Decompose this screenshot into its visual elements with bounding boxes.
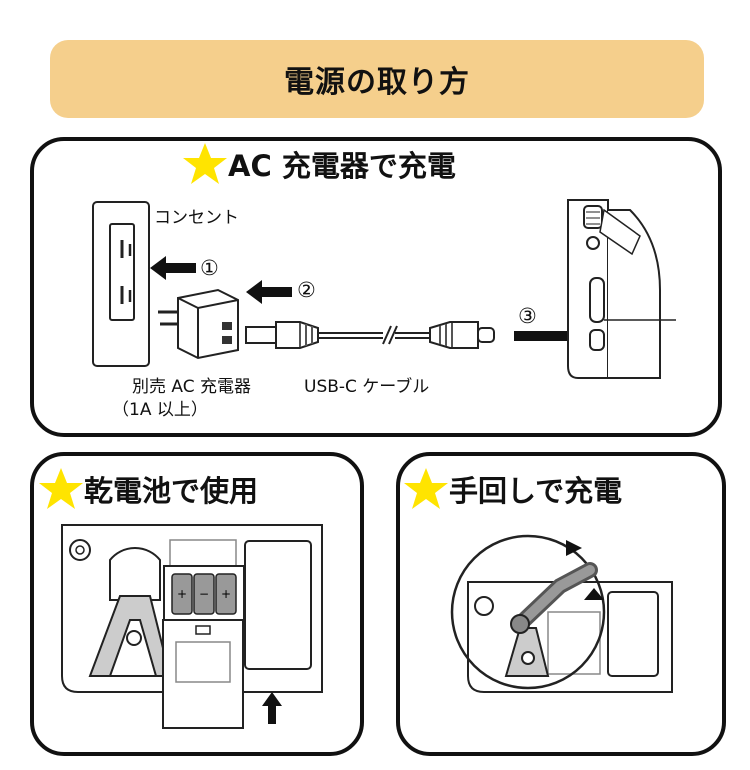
- hand-crank-title-text: 手回しで充電: [449, 474, 623, 508]
- cable-label: USB-C ケーブル: [304, 377, 430, 397]
- battery-title: 乾電池で使用: [38, 467, 258, 511]
- star-icon: [39, 468, 83, 509]
- star-icon: [183, 143, 227, 184]
- page-title-banner: 電源の取り方: [50, 40, 704, 118]
- battery-title-text: 乾電池で使用: [84, 474, 259, 508]
- step-2-label: ②: [297, 278, 316, 302]
- star-icon: [404, 468, 448, 509]
- step-1-label: ①: [200, 256, 219, 280]
- page-title: 電源の取り方: [284, 65, 470, 100]
- ac-charger-title-text: AC 充電器で充電: [228, 149, 456, 183]
- hand-crank-title: 手回しで充電: [403, 467, 622, 511]
- adapter-label-line1: 別売 AC 充電器: [132, 377, 252, 397]
- step-3-label: ③: [518, 304, 537, 328]
- adapter-label-line2: （1A 以上）: [112, 400, 208, 420]
- outlet-label: コンセント: [154, 208, 239, 228]
- ac-charger-title: AC 充電器で充電: [182, 142, 456, 186]
